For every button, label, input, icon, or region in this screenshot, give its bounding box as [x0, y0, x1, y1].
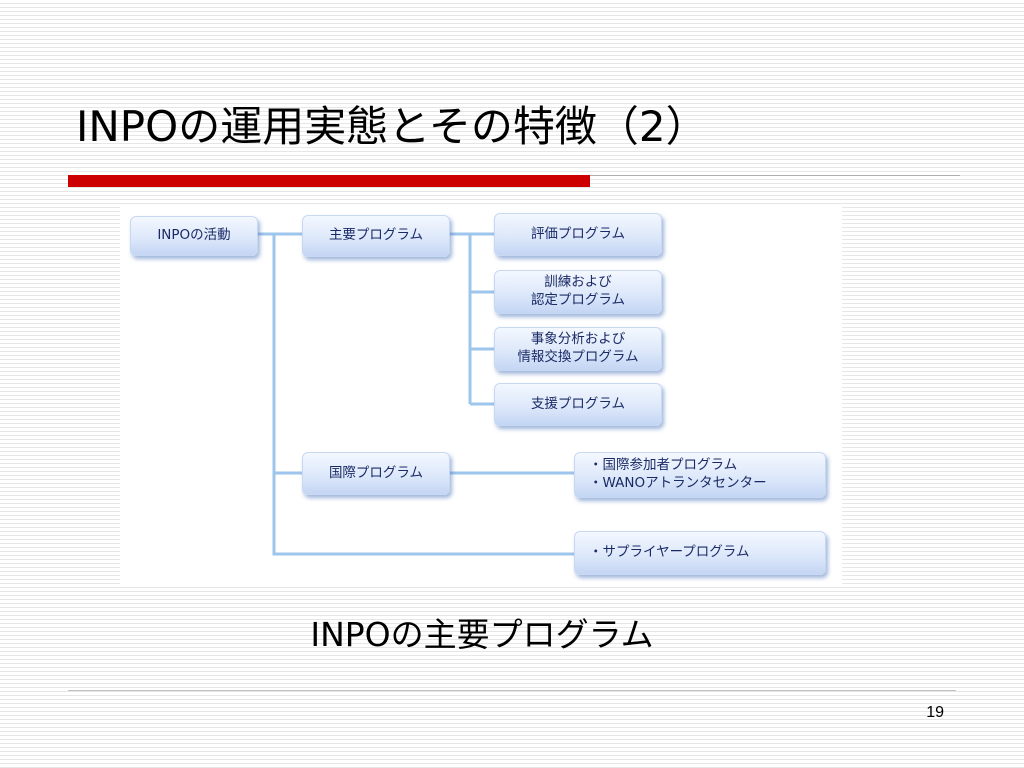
title-underline [68, 175, 960, 187]
connector-trunk-root [272, 234, 574, 556]
event-analysis-program-line2: 情報交換プログラム [517, 349, 639, 365]
international-program-box: 国際プログラム [302, 452, 450, 495]
diagram-caption: INPOの主要プログラム [310, 615, 654, 654]
international-program-label: 国際プログラム [328, 464, 424, 481]
slide-title: INPOの運用実態とその特徴（2） [76, 102, 708, 151]
root-box: INPOの活動 [130, 216, 258, 256]
event-analysis-program-box: 事象分析および 情報交換プログラム [494, 327, 662, 371]
evaluation-program-box: 評価プログラム [494, 213, 662, 256]
international-details-box: ・国際参加者プログラム ・WANOアトランタセンター [574, 452, 826, 498]
support-program-box: 支援プログラム [494, 383, 662, 426]
training-program-line1: 訓練および [544, 274, 612, 291]
footer-rule [68, 690, 956, 691]
supplier-program-box: ・サプライヤープログラム [574, 531, 826, 575]
program-diagram: INPOの活動 主要プログラム 評価プログラム 訓練および 認定プログラム 事象… [120, 207, 842, 587]
wano-atlanta-center: ・WANOアトランタセンター [589, 475, 767, 491]
event-analysis-program-line1: 事象分析および [530, 331, 626, 348]
support-program-label: 支援プログラム [530, 395, 626, 412]
page-number: 19 [926, 704, 944, 721]
connector-lines [258, 232, 574, 556]
training-program-line2: 認定プログラム [530, 292, 626, 308]
supplier-program-label: ・サプライヤープログラム [589, 544, 750, 561]
main-program-label: 主要プログラム [328, 227, 424, 244]
training-program-box: 訓練および 認定プログラム [494, 270, 662, 314]
title-underline-red [68, 175, 590, 187]
international-participant-program: ・国際参加者プログラム [589, 457, 738, 474]
root-label: INPOの活動 [157, 227, 231, 244]
evaluation-program-label: 評価プログラム [530, 225, 626, 242]
title-underline-gray [590, 175, 960, 176]
main-program-box: 主要プログラム [302, 215, 450, 257]
